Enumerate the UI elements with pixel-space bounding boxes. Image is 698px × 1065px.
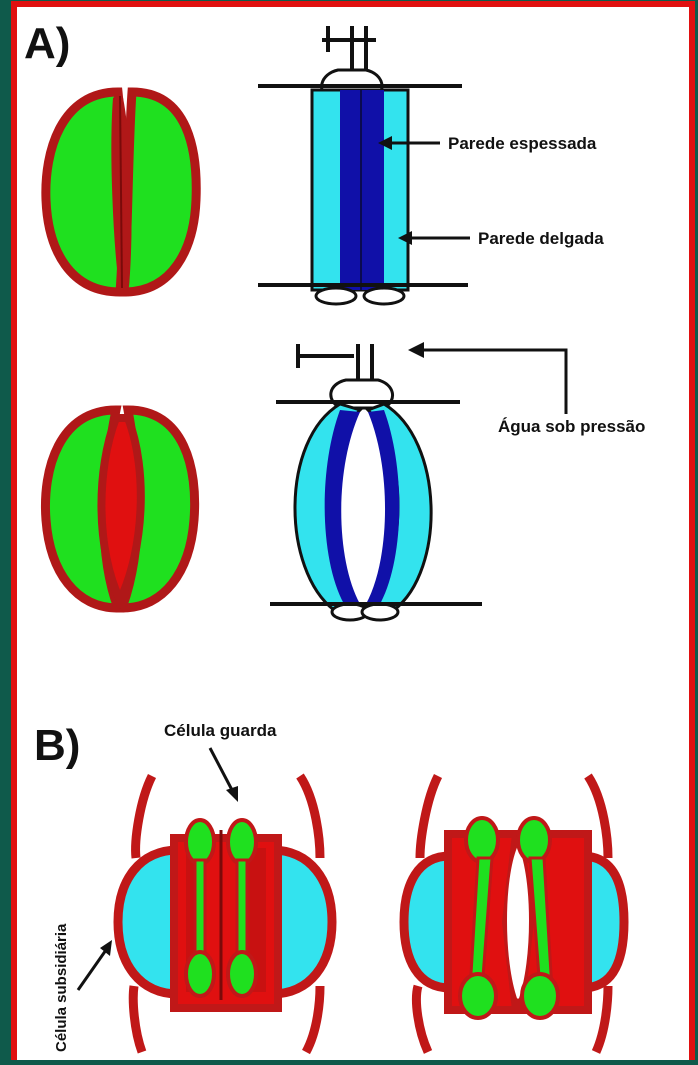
open-stoma: [45, 410, 194, 608]
thick-wall-label: Parede espessada: [448, 134, 597, 153]
subsidiary-cell-label: Célula subsidiária: [53, 923, 70, 1052]
closed-stoma: [46, 92, 196, 292]
thin-wall-label: Parede delgada: [478, 229, 604, 248]
section-b-label: B): [34, 721, 80, 770]
water-pressure-label: Água sob pressão: [498, 417, 645, 436]
guard-cell-label: Célula guarda: [164, 721, 277, 740]
section-a-label: A): [24, 19, 70, 68]
